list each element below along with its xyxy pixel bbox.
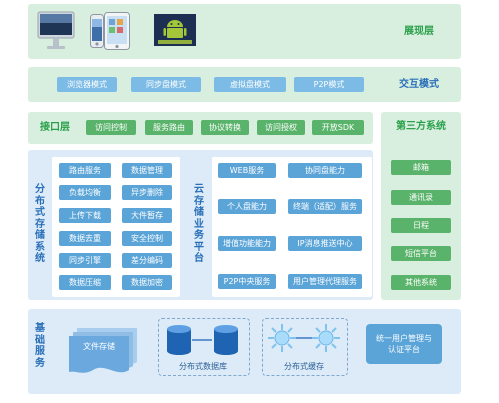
ds-upload-download: 上传下载: [59, 208, 111, 223]
interaction-layer-title: 交互模式: [399, 79, 439, 90]
ds-deduplication: 数据去重: [59, 231, 111, 246]
sun-icon: [268, 324, 296, 352]
database-cylinder-icon: [214, 325, 238, 355]
cache-link-icon: [296, 337, 312, 339]
third-party-sms-platform: 短信平台: [391, 246, 451, 261]
interface-open-sdk: 开放SDK: [312, 120, 364, 135]
third-party-calendar: 日程: [391, 218, 451, 233]
third-party-mail: 邮箱: [391, 160, 451, 175]
ds-large-file-staging: 大件暂存: [122, 208, 172, 223]
cb-collaborative-disk: 协同盘能力: [288, 163, 362, 178]
file-storage-icon: [69, 328, 137, 373]
cb-user-proxy: 用户管理代理服务: [288, 274, 362, 289]
third-party-other-systems: 其他系统: [391, 275, 451, 290]
desktop-computer-icon: [37, 11, 75, 49]
unified-auth-platform: [366, 324, 442, 364]
interface-access-authorization: 访问授权: [257, 120, 305, 135]
interface-service-routing: 服务路由: [145, 120, 193, 135]
cloud-business-title: 云存储业务平台: [194, 184, 204, 264]
android-logo: [154, 14, 196, 46]
interface-protocol-conversion: 协议转换: [201, 120, 249, 135]
database-link-icon: [192, 339, 212, 341]
distributed-storage-title: 分布式存储系统: [35, 184, 45, 264]
mode-sync-disk: 同步盘模式: [131, 77, 201, 92]
cloud-business-panel: [212, 157, 372, 297]
distributed-cache-box: [262, 318, 348, 376]
cb-value-added: 增值功能能力: [218, 236, 276, 251]
distributed-cache-label: 分布式缓存: [284, 362, 324, 371]
file-storage-label: 文件存储: [83, 342, 115, 351]
unified-auth-label: 统一用户管理与认证平台: [376, 334, 432, 354]
tablet-icon: [104, 12, 130, 50]
distributed-storage-panel: [52, 157, 180, 297]
ds-diff-encoding: 差分编码: [122, 253, 172, 268]
third-party-band: [381, 112, 461, 300]
ds-data-management: 数据管理: [122, 163, 172, 178]
cb-web-service: WEB服务: [218, 163, 276, 178]
distributed-database-box: [158, 318, 250, 376]
mode-p2p: P2P模式: [294, 77, 364, 92]
sun-icon: [312, 324, 340, 352]
ds-sync-engine: 同步引擎: [59, 253, 111, 268]
ds-security-control: 安全控制: [122, 231, 172, 246]
interface-access-control: 访问控制: [86, 120, 136, 135]
ds-async-delete: 异步删除: [122, 185, 172, 200]
ds-load-balancing: 负载均衡: [59, 185, 111, 200]
third-party-title: 第三方系统: [396, 121, 446, 132]
presentation-layer-title: 展现层: [404, 26, 434, 37]
mode-virtual-disk: 虚拟盘模式: [214, 77, 286, 92]
cb-ip-push-center: IP消息推送中心: [288, 236, 362, 251]
distributed-database-label: 分布式数据库: [179, 362, 227, 371]
ds-data-encryption: 数据加密: [122, 275, 172, 290]
third-party-contacts: 通讯录: [391, 190, 451, 205]
ds-routing-service: 路由服务: [59, 163, 111, 178]
basic-services-title: 基础服务: [35, 323, 45, 369]
database-cylinder-icon: [167, 325, 191, 355]
cb-personal-disk: 个人盘能力: [218, 199, 276, 214]
ds-data-compression: 数据压缩: [59, 275, 111, 290]
cb-terminal-adapter: 终端（适配）服务: [288, 199, 362, 214]
cb-p2p-central: P2P中央服务: [218, 274, 276, 289]
mode-browser: 浏览器模式: [57, 77, 117, 92]
smartphone-icon: [90, 14, 104, 48]
interface-layer-title: 接口层: [40, 122, 70, 133]
